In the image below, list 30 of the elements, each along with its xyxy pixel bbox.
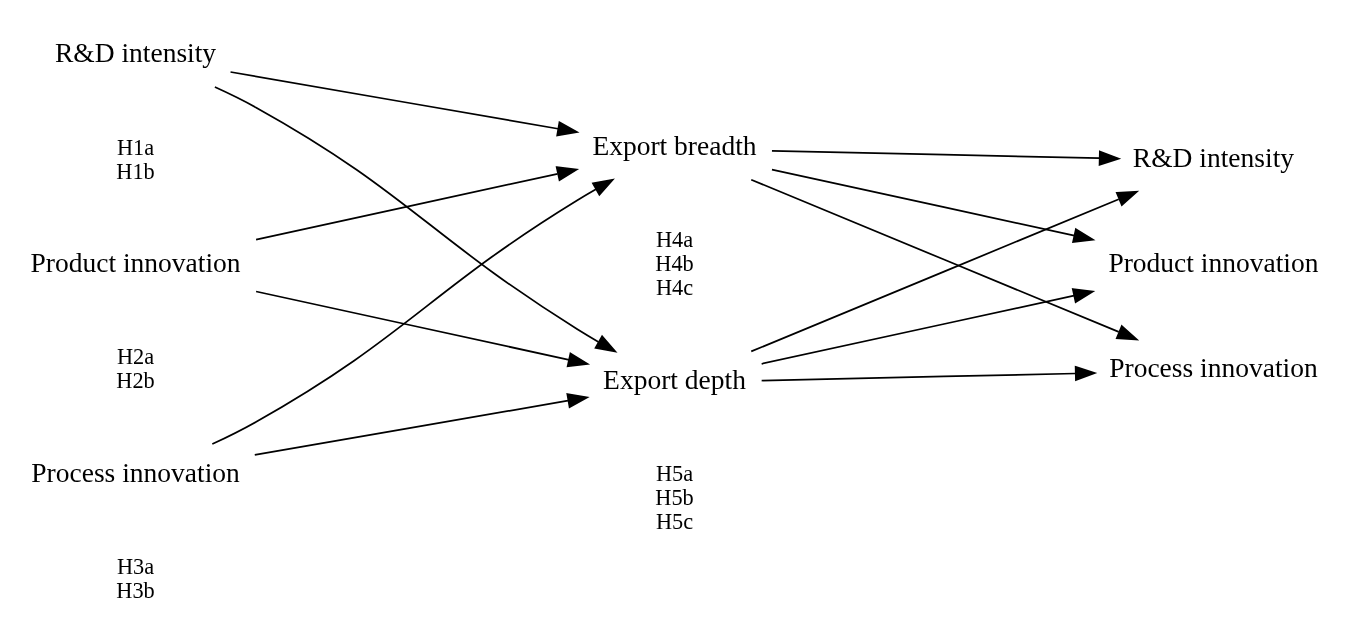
label: H4c (655, 275, 694, 301)
arrow (211, 178, 615, 445)
arrow (255, 166, 580, 241)
label: H4b (655, 251, 694, 277)
label: H1b (116, 158, 155, 184)
arrow (771, 149, 1122, 166)
label: H5b (655, 485, 694, 511)
arrow (760, 365, 1098, 382)
label: H5c (655, 509, 694, 535)
node-text: R&D intensity (54, 37, 217, 69)
node-text: Product innovation (1108, 247, 1319, 279)
node-text: Process innovation (31, 456, 240, 488)
arrow (214, 86, 618, 353)
node-text: Export breadth (592, 130, 757, 162)
arrow (229, 71, 580, 137)
node-text: R&D intensity (1132, 142, 1295, 174)
node-text: Export depth (603, 364, 746, 395)
label: H3b (116, 578, 155, 604)
node-text: Process innovation (1109, 351, 1318, 383)
label: H2b (116, 368, 155, 394)
label: H1a (116, 134, 155, 160)
node-text: Product innovation (30, 247, 241, 279)
label: H5a (655, 461, 694, 487)
arrow (255, 290, 591, 368)
arrow (253, 392, 590, 456)
arrow (760, 288, 1096, 365)
label: H3a (116, 553, 155, 579)
arrow (771, 168, 1096, 244)
label: H2a (116, 344, 155, 370)
label: H4a (655, 227, 694, 253)
